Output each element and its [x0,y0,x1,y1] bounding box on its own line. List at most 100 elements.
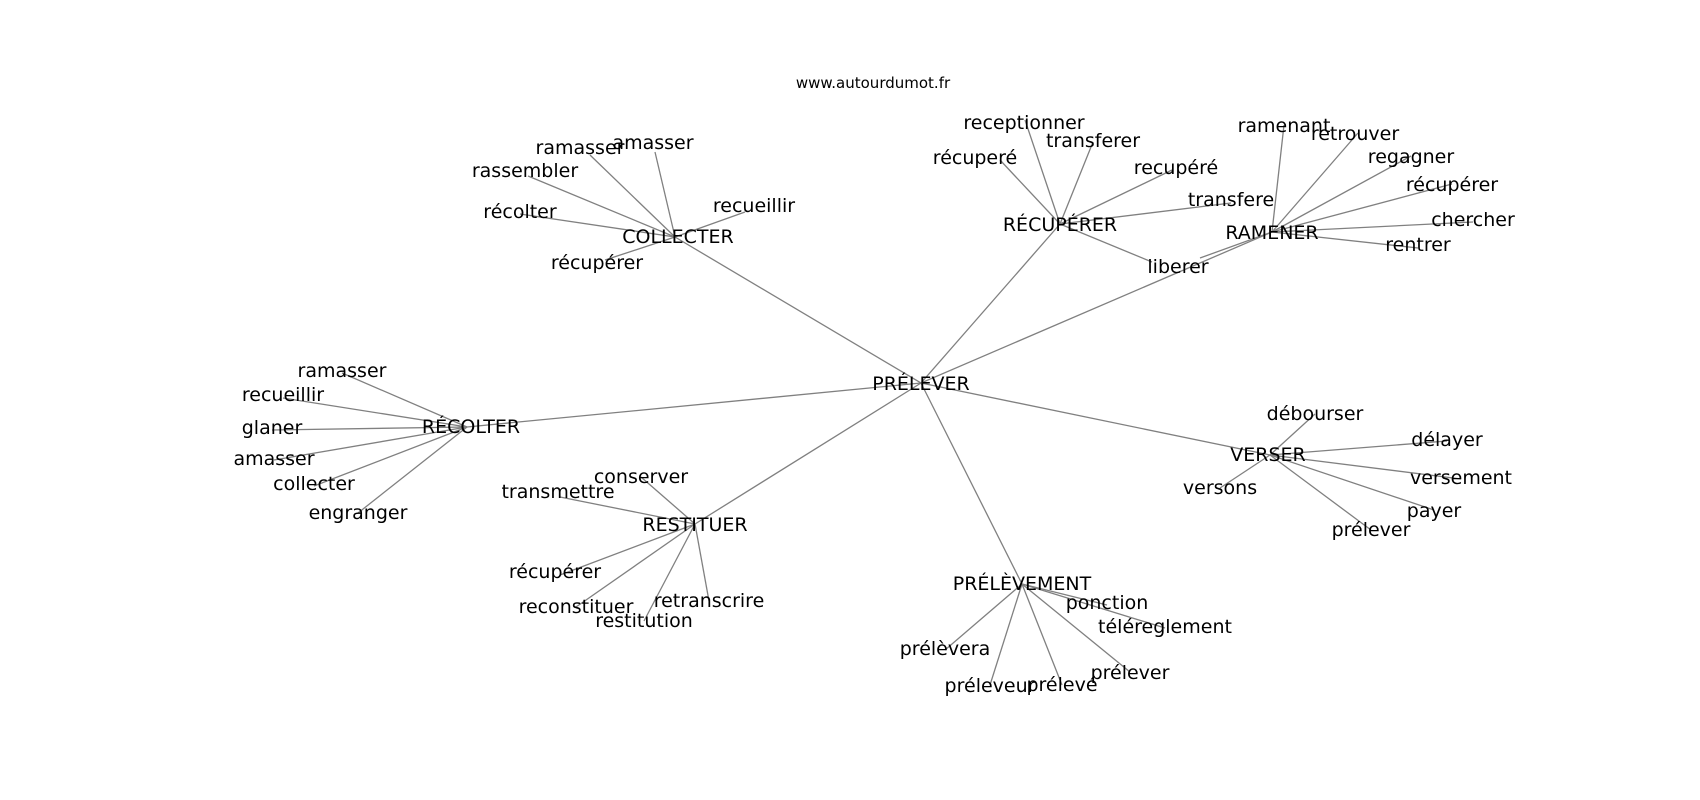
edge-recuperer-2 [999,159,1061,225]
word-liberer: liberer [1147,256,1208,278]
edges-layer [271,119,1474,686]
edge-prelevement-5 [1021,583,1131,673]
edge-ramener-5 [1271,231,1419,249]
edge-restituer-2 [559,523,696,576]
word-collecter-5: récupérer [551,252,643,274]
edge-restituer-0 [640,476,696,525]
edge-collecter-2 [527,175,676,238]
word-ramener-0: ramenant [1238,115,1331,137]
edge-verser-5 [1269,454,1372,531]
edge-verser-1 [1269,440,1448,456]
edge-prelevement-4 [1021,583,1063,686]
word-recolter-1: recueillir [242,384,324,406]
edge-recuperer-1 [1059,141,1094,225]
edge-collecter-3 [519,213,676,238]
word-recolter-0: ramasser [298,360,387,382]
word-ramener-1: retrouver [1311,123,1400,145]
edge-center-restituer [694,382,922,525]
edge-restituer-5 [694,523,710,602]
word-ramener-2: regagner [1368,146,1455,168]
hub-restituer: RESTITUER [642,514,747,536]
word-ramener-5: rentrer [1385,234,1451,256]
edge-recuperer-0 [1024,119,1061,225]
edge-recolter-4 [313,426,468,487]
hub-collecter: COLLECTER [622,226,733,248]
edge-ramener-2 [1271,155,1412,233]
word-restituer-2: récupérer [509,561,601,583]
edge-restituer-1 [559,496,696,525]
hub-recuperer: RÉCUPÉRER [1003,213,1117,236]
hub-prelevement: PRÉLÈVEMENT [953,572,1092,595]
edge-ramener-1 [1271,132,1359,233]
word-recolter-3: amasser [233,448,314,470]
word-prelevement-0: ponction [1066,592,1149,614]
edge-recuperer-liberer [1059,223,1153,263]
hub-center: PRÉLEVER [872,372,969,395]
word-restituer-4: restitution [595,610,693,632]
edge-prelevement-0 [1021,583,1108,606]
word-prelevement-5: prélever [1091,662,1170,684]
edge-collecter-5 [604,236,676,261]
word-verser-2: versement [1410,467,1512,489]
edge-center-recolter [466,382,922,428]
edge-verser-2 [1269,454,1462,480]
word-restituer-0: conserver [594,466,688,488]
edge-prelevement-1 [1021,583,1166,629]
word-collecter-4: recueillir [713,195,795,217]
edge-center-prelevement [920,382,1023,585]
edge-center-recuperer [920,223,1061,384]
edge-prelevement-2 [944,583,1023,651]
edge-prelevement-3 [989,583,1023,686]
edge-collecter-1 [654,151,676,238]
source-url: www.autourdumot.fr [796,74,951,92]
edge-verser-0 [1269,413,1316,456]
word-collecter-2: rassembler [472,160,578,182]
edge-recuperer-4 [1059,202,1232,225]
edge-recolter-2 [271,426,468,431]
edge-center-verser [920,382,1271,456]
word-collecter-0: ramasser [536,137,625,159]
edge-center-collecter [674,236,922,384]
word-verser-3: versons [1183,477,1257,499]
word-restituer-5: retranscrire [654,590,765,612]
word-recolter-5: engranger [309,502,408,524]
word-restituer-1: transmettre [501,481,614,503]
word-recuperer-3: recupéré [1134,157,1218,179]
word-verser-0: débourser [1267,403,1364,425]
edge-restituer-4 [643,523,696,622]
edge-recolter-1 [282,397,468,428]
word-prelevement-1: téléreglement [1098,616,1232,638]
word-collecter-1: amasser [612,132,693,154]
edge-restituer-3 [575,523,696,608]
word-verser-1: délayer [1411,429,1483,451]
word-collecter-3: récolter [483,201,557,223]
edge-ramener-3 [1271,183,1453,233]
edge-ramener-liberer [1199,231,1273,259]
word-recuperer-1: transferer [1046,130,1140,152]
edge-verser-4 [1269,454,1435,511]
edge-recuperer-3 [1059,169,1173,225]
word-recuperer-4: transfere [1188,189,1274,211]
word-prelevement-4: prélevé [1026,674,1097,696]
hub-verser: VERSER [1230,444,1305,466]
hub-recolter: RÉCOLTER [422,415,520,438]
word-ramener-4: chercher [1431,209,1515,231]
word-prelevement-2: prélèvera [900,638,991,660]
word-recuperer-0: receptionner [963,112,1084,134]
word-restituer-3: reconstituer [519,596,634,618]
word-verser-5: prélever [1332,519,1411,541]
edge-collecter-0 [589,154,676,238]
word-verser-4: payer [1407,500,1462,522]
edge-ramener-4 [1271,221,1474,233]
edge-recolter-3 [273,426,468,461]
word-ramener-3: récupérer [1406,174,1498,196]
edge-center-ramener [920,231,1273,384]
hub-ramener: RAMENER [1225,222,1318,244]
word-recolter-2: glaner [242,417,303,439]
word-recuperer-2: récuperé [933,147,1017,169]
edge-ramener-0 [1271,124,1285,233]
word-recolter-4: collecter [273,473,355,495]
word-prelevement-3: préleveur [945,675,1036,697]
